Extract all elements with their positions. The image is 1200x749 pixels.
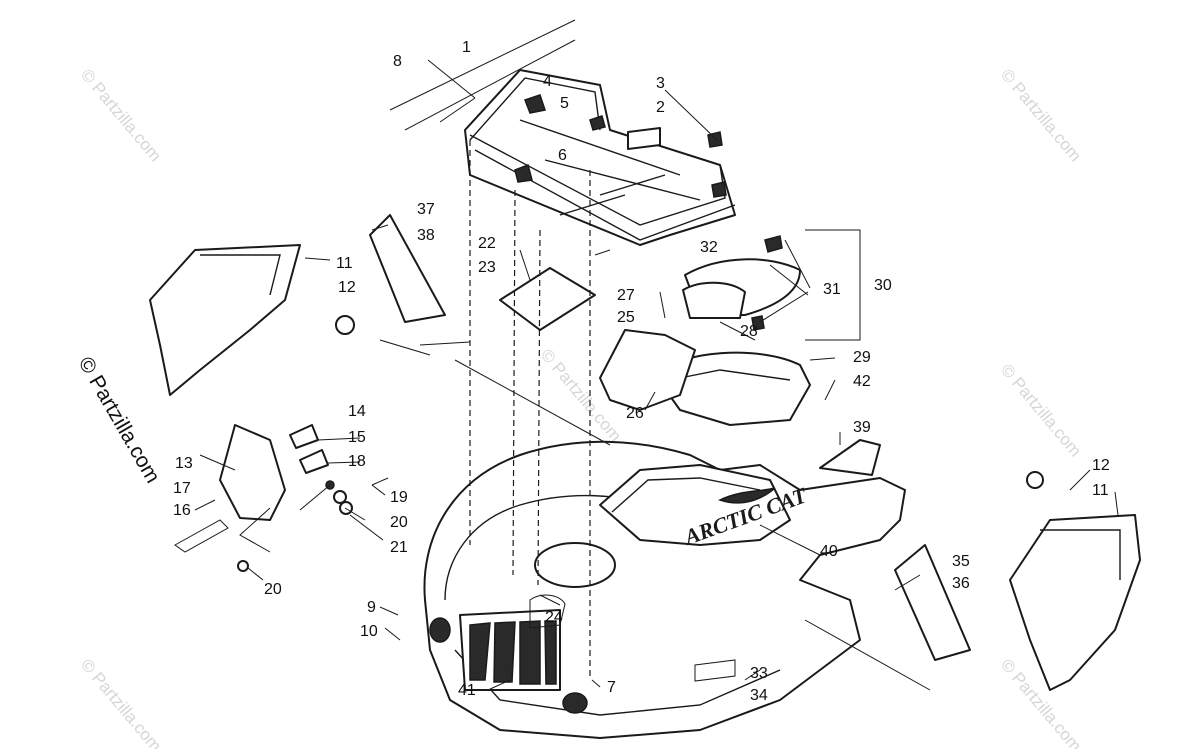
front-grille [459, 609, 561, 691]
callout-18: 18 [348, 453, 366, 470]
leader-lines [194, 19, 1119, 691]
watermark-mid-right: © Partzilla.com [997, 360, 1085, 460]
callout-26: 26 [626, 405, 644, 422]
callout-labels: 1 2 3 4 5 6 7 8 9 10 11 12 13 14 15 16 1… [173, 39, 1110, 704]
callout-38: 38 [417, 227, 435, 244]
callout-39: 39 [853, 419, 871, 436]
callout-2: 2 [656, 99, 665, 116]
callout-32: 32 [700, 239, 718, 256]
callout-25: 25 [617, 309, 635, 326]
callout-28: 28 [740, 323, 758, 340]
fuel-cap-opening [534, 542, 616, 588]
front-fender-body: ARCTIC CAT [423, 440, 906, 739]
callout-20-upper: 20 [390, 514, 408, 531]
callout-12-right: 12 [1092, 457, 1110, 474]
side-shield-left [149, 244, 301, 396]
callout-11-right: 11 [1092, 482, 1109, 499]
knob-12-left [335, 315, 355, 335]
callout-19: 19 [390, 489, 408, 506]
callout-1: 1 [462, 39, 471, 56]
decal-39 [819, 439, 881, 476]
callout-36: 36 [952, 575, 970, 592]
callout-15: 15 [348, 429, 366, 446]
callout-30: 30 [874, 277, 892, 294]
callout-24: 24 [545, 609, 563, 626]
callout-21: 21 [390, 539, 408, 556]
callout-20-lower: 20 [264, 581, 282, 598]
callout-22: 22 [478, 235, 496, 252]
callout-7: 7 [607, 679, 616, 696]
callout-14: 14 [348, 403, 366, 420]
callout-23: 23 [478, 259, 496, 276]
callout-29: 29 [853, 349, 871, 366]
callout-11-left: 11 [336, 255, 353, 272]
callout-41: 41 [458, 682, 476, 699]
knob-12-right [1026, 471, 1044, 489]
decal-37-38 [369, 214, 446, 323]
watermark-left-dark: © Partzilla.com [74, 353, 165, 487]
cover-plate-22 [499, 267, 596, 331]
front-panel-26 [599, 329, 696, 411]
callout-3: 3 [656, 75, 665, 92]
watermark-top-right: © Partzilla.com [997, 65, 1085, 165]
callout-17: 17 [173, 480, 191, 497]
callout-5: 5 [560, 95, 569, 112]
callout-9: 9 [367, 599, 376, 616]
watermark-bottom-left: © Partzilla.com [77, 655, 165, 749]
callout-4: 4 [543, 73, 552, 90]
callout-8: 8 [393, 53, 402, 70]
callout-27: 27 [617, 287, 635, 304]
watermark-top-left: © Partzilla.com [77, 65, 165, 165]
decal-2 [627, 127, 661, 150]
side-shield-right [1009, 514, 1141, 691]
decal-35-36 [894, 544, 971, 661]
front-rack [464, 69, 736, 246]
callout-13: 13 [175, 455, 193, 472]
callout-16: 16 [173, 502, 191, 519]
callout-37: 37 [417, 201, 435, 218]
callout-31: 31 [823, 281, 841, 298]
callout-12-left: 12 [338, 279, 356, 296]
callout-40: 40 [820, 543, 838, 560]
callout-42: 42 [853, 373, 871, 390]
callout-34: 34 [750, 687, 768, 704]
callout-35: 35 [952, 553, 970, 570]
callout-33: 33 [750, 665, 768, 682]
latch-pad-31 [682, 281, 746, 319]
callout-6: 6 [558, 147, 567, 164]
callout-10: 10 [360, 623, 378, 640]
headlight-13 [219, 424, 286, 521]
